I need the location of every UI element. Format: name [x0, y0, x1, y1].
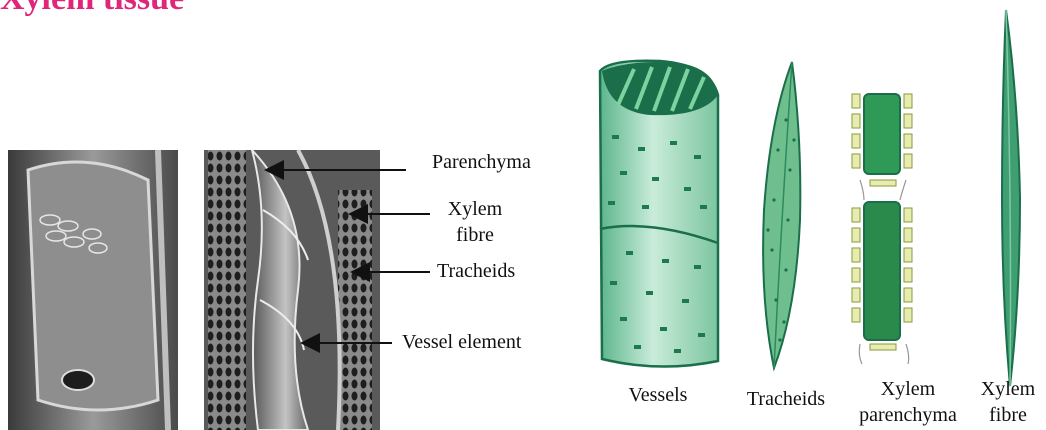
label-parenchyma: Parenchyma — [432, 149, 531, 175]
label-xylem-parenchyma-line1: Xylem — [843, 376, 973, 402]
xylem-parenchyma-diagram — [846, 88, 926, 366]
label-xylem-fibre-diagram-line1: Xylem — [970, 376, 1046, 402]
label-tracheids: Tracheids — [437, 258, 515, 284]
label-tracheids-diagram: Tracheids — [736, 386, 836, 412]
page-title: Xylem tissue — [0, 0, 184, 18]
label-vessel-element: Vessel element — [402, 329, 521, 355]
label-vessels: Vessels — [612, 382, 704, 408]
tracheid-diagram — [756, 60, 806, 372]
label-xylem-parenchyma: Xylem parenchyma — [843, 376, 973, 428]
label-xylem-parenchyma-line2: parenchyma — [843, 402, 973, 428]
xylem-fibre-diagram — [996, 8, 1030, 388]
label-xylem-fibre-line1: Xylem — [442, 196, 508, 222]
label-xylem-fibre: Xylem fibre — [442, 196, 508, 248]
label-xylem-fibre-diagram-line2: fibre — [970, 402, 1046, 428]
label-xylem-fibre-diagram: Xylem fibre — [970, 376, 1046, 428]
sem-micrograph — [8, 150, 380, 430]
vessel-diagram — [590, 55, 726, 375]
label-xylem-fibre-line2: fibre — [442, 222, 508, 248]
